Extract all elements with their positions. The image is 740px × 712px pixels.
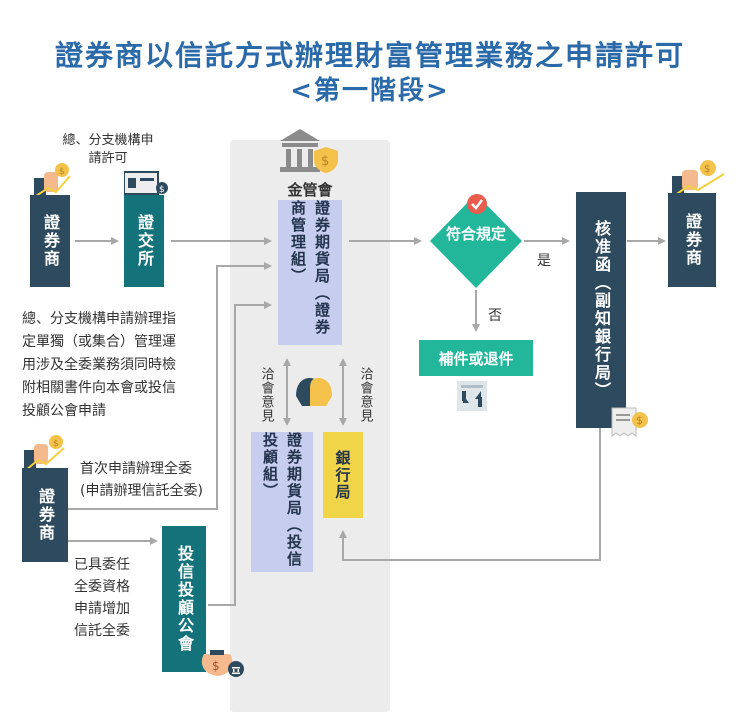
svg-text:$: $	[212, 659, 220, 673]
sfb-sitca-box: 證券期貨局（投信投顧組）	[251, 432, 313, 572]
broker-result-label: 證券商	[683, 213, 702, 267]
svg-text:$: $	[59, 167, 65, 177]
supplement-box: 補件或退件	[419, 340, 533, 376]
yes-label: 是	[537, 253, 551, 269]
consult-left-label: 洽會意見	[258, 367, 274, 423]
decision-label: 符合規定	[445, 225, 506, 243]
already-line: 申請增加	[74, 601, 130, 617]
already-line: 已具委任	[74, 557, 130, 573]
bank-building-icon	[278, 127, 344, 175]
svg-text:$: $	[53, 439, 59, 449]
bank-bureau-box: 銀行局	[323, 432, 363, 518]
line-first-apply	[68, 262, 272, 510]
consult-left-label-box: 洽會意見	[253, 355, 279, 435]
broker-mid-label: 證券商	[36, 488, 55, 542]
check-circle-icon	[466, 193, 488, 215]
no-label: 否	[488, 308, 502, 324]
fsc-label: 金管會	[287, 181, 333, 199]
long-note-line: 投顧公會申請	[22, 403, 106, 419]
already-line: 全委資格	[74, 579, 130, 595]
svg-text:$: $	[704, 164, 710, 175]
supplement-label: 補件或退件	[438, 349, 514, 368]
money-bag-icon: $	[198, 640, 244, 680]
broker-top-box: 證券商	[30, 195, 70, 287]
receipt-dollar-icon: $	[610, 406, 650, 440]
line-sitca-to-sfb	[208, 301, 272, 606]
diagram-title: 證券商以信託方式辦理財富管理業務之申請許可	[54, 39, 685, 72]
approval-box: 核准函（副知銀行局）	[576, 192, 626, 428]
consult-right-label: 洽會意見	[357, 367, 373, 423]
id-card-dollar-icon: $	[124, 168, 170, 200]
broker-result-box: 證券商	[668, 193, 716, 287]
svg-text:$: $	[636, 414, 643, 427]
broker-mid-box: 證券商	[22, 468, 68, 562]
long-note-line: 附相關書件向本會或投信	[22, 380, 176, 396]
hand-coin-chart-icon: $	[30, 160, 76, 204]
first-apply-line: 首次申請辦理全委	[80, 461, 192, 477]
first-apply-note: 首次申請辦理全委 (申請辦理信託全委)	[80, 458, 230, 502]
approval-label: 核准函（副知銀行局）	[592, 220, 611, 400]
sfb-mgmt-box: 證券期貨局（證券商管理組）	[278, 200, 342, 345]
long-note-line: 總、分支機構申請辦理指	[22, 311, 176, 327]
svg-text:$: $	[159, 185, 165, 195]
svg-text:$: $	[321, 154, 329, 169]
consult-right-label-box: 洽會意見	[352, 355, 378, 435]
hand-coin-chart-icon-right: $	[668, 158, 728, 202]
decision-diamond: 符合規定	[428, 192, 524, 290]
first-apply-line: (申請辦理信託全委)	[80, 483, 203, 499]
broker-top-label: 證券商	[41, 214, 60, 268]
sitca-label: 投信投顧公會	[175, 545, 194, 653]
sitca-box: 投信投顧公會	[162, 526, 206, 672]
people-discussion-icon	[292, 372, 336, 412]
line-approval-to-bank	[339, 428, 601, 561]
long-note-line: 用涉及全委業務須同時檢	[22, 357, 176, 373]
tse-label: 證交所	[135, 214, 154, 268]
sfb-sitca-label: 證券期貨局（投信投顧組）	[261, 432, 303, 568]
bank-bureau-label: 銀行局	[333, 449, 352, 501]
diagram-subtitle: <第一階段>	[290, 76, 450, 106]
already-line: 信託全委	[74, 623, 130, 639]
bank-badge-icon	[228, 661, 244, 677]
tse-box: 證交所	[124, 195, 164, 287]
sfb-mgmt-label: 證券期貨局（證券商管理組）	[289, 200, 331, 336]
long-note-line: 定單獨（或集合）管理運	[22, 334, 176, 350]
branch-apply-note: 總、分支機構申請許可	[62, 133, 154, 166]
long-note: 總、分支機構申請辦理指 定單獨（或集合）管理運 用涉及全委業務須同時檢 附相關書…	[22, 308, 222, 423]
hand-coin-chart-icon-mid: $	[22, 432, 68, 476]
document-swap-icon	[455, 379, 491, 413]
already-qualified-note: 已具委任 全委資格 申請增加 信託全委	[74, 554, 164, 642]
shield-dollar-icon: $	[313, 146, 339, 174]
